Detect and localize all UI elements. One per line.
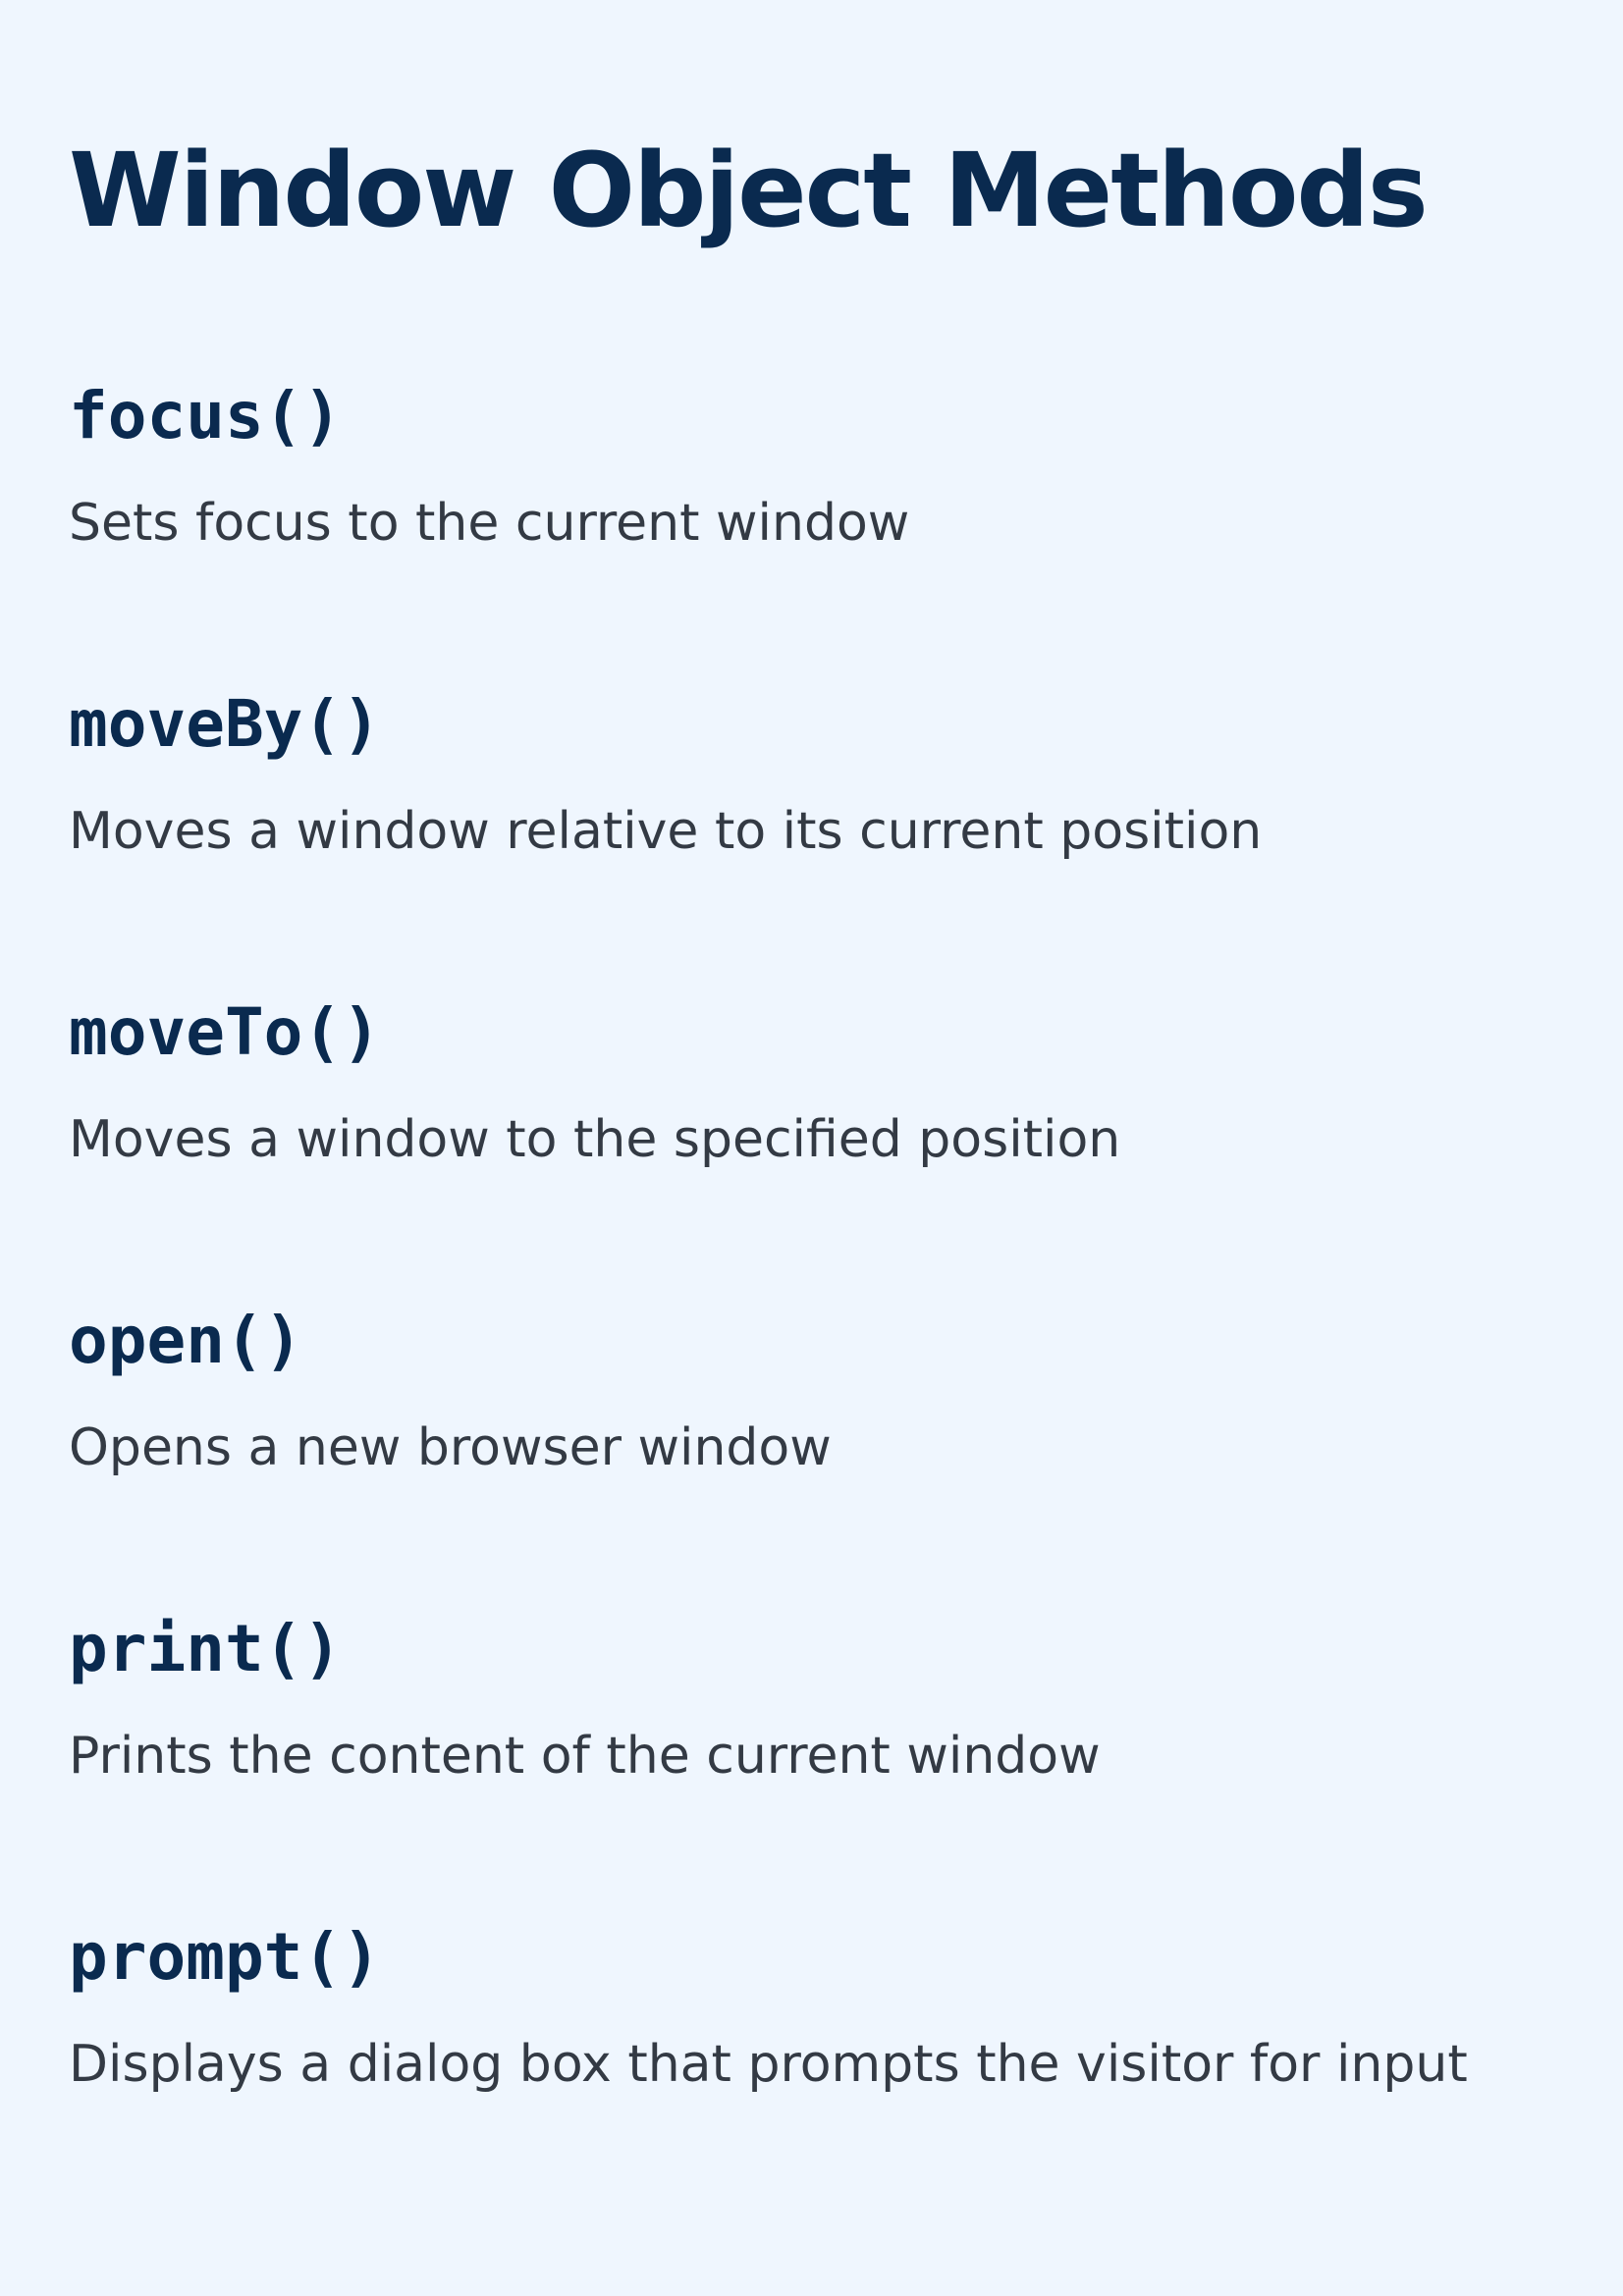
method-description: Opens a new browser window: [69, 1418, 832, 1477]
method-name: open(): [69, 1303, 303, 1378]
method-description: Sets focus to the current window: [69, 494, 910, 553]
method-name: focus(): [69, 378, 343, 454]
method-name: prompt(): [69, 1919, 381, 1995]
method-item-prompt: prompt() Displays a dialog box that prom…: [69, 1918, 1483, 2105]
method-name: moveTo(): [69, 994, 381, 1070]
method-name: moveBy(): [69, 686, 381, 762]
method-name: print(): [69, 1611, 343, 1686]
method-description: Displays a dialog box that prompts the v…: [69, 2035, 1468, 2094]
method-item-focus: focus() Sets focus to the current window: [69, 377, 1483, 563]
method-item-moveby: moveBy() Moves a window relative to its …: [69, 685, 1483, 872]
method-item-open: open() Opens a new browser window: [69, 1302, 1483, 1488]
method-description: Prints the content of the current window: [69, 1727, 1101, 1786]
page-title: Window Object Methods: [69, 131, 1429, 250]
method-description: Moves a window to the specified position: [69, 1110, 1121, 1169]
method-item-print: print() Prints the content of the curren…: [69, 1610, 1483, 1796]
method-description: Moves a window relative to its current p…: [69, 802, 1263, 861]
method-item-moveto: moveTo() Moves a window to the specified…: [69, 993, 1483, 1180]
